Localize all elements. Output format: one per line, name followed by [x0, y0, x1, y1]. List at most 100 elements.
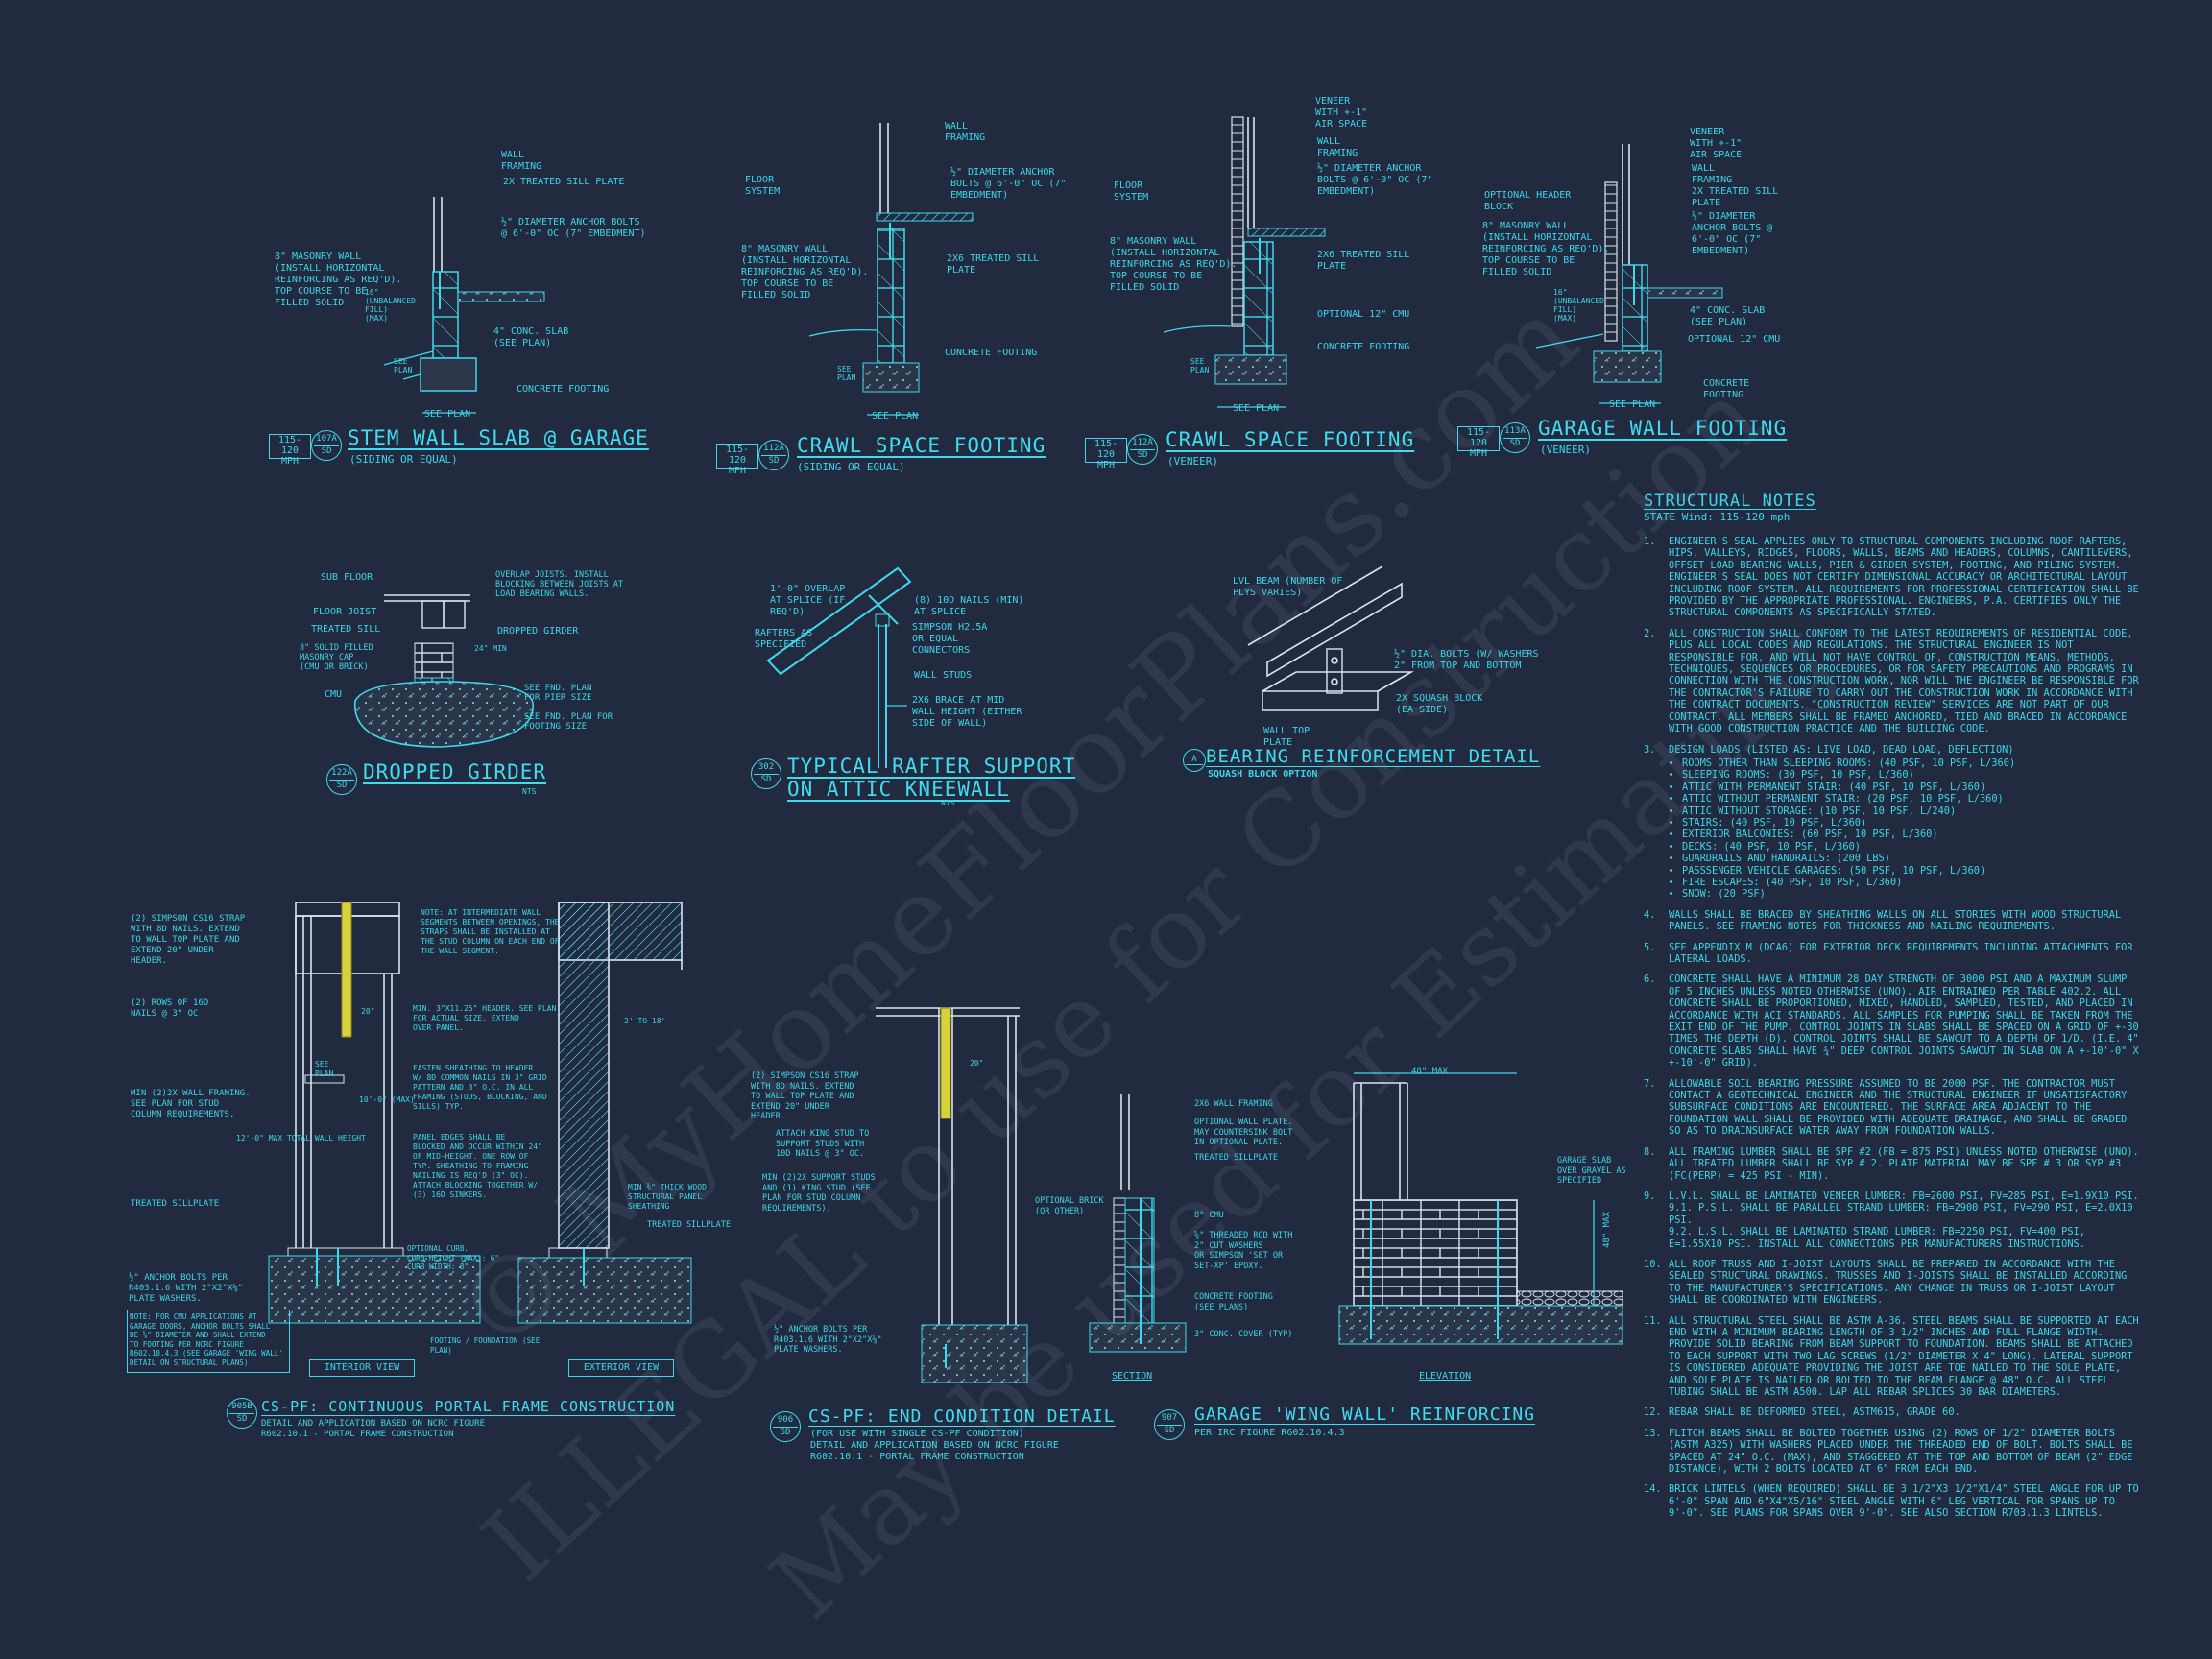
d8-label-18: 2' TO 18': [624, 1017, 666, 1025]
structural-note-text: FLITCH BEAMS SHALL BE BOLTED TOGETHER US…: [1669, 1427, 2133, 1476]
d2-label-4: 2x6 TREATED SILL PLATE: [947, 253, 1040, 276]
structural-note: 3.DESIGN LOADS (LISTED AS: LIVE LOAD, DE…: [1644, 744, 2143, 901]
d7-label-2: 2x SQUASH BLOCK (EA SIDE): [1396, 693, 1483, 715]
d8-label-2: MIN (2)2X WALL FRAMING. SEE PLAN FOR STU…: [131, 1089, 251, 1119]
d5-label-5: 8" SOLID FILLED MASONRY CAP (CMU OR BRIC…: [300, 643, 373, 672]
d10-subtitle: PER IRC FIGURE R602.10.4.3: [1194, 1428, 1345, 1438]
d1-label-5: CONCRETE FOOTING: [517, 384, 610, 395]
d2-label-0: WALL FRAMING: [945, 121, 986, 143]
d6-label-0: 1'-0" OVERLAP AT SPLICE (IF REQ'D): [770, 584, 846, 617]
structural-notes-title: STRUCTURAL NOTES: [1644, 492, 1816, 511]
d2-subtitle: (SIDING OR EQUAL): [797, 461, 905, 473]
d8-label-9: PANEL EDGES SHALL BE BLOCKED AND OCCUR W…: [413, 1133, 542, 1199]
d5-linework: [354, 594, 534, 748]
structural-note-number: 10.: [1644, 1258, 1662, 1270]
structural-note-text: ENGINEER'S SEAL APPLIES ONLY TO STRUCTUR…: [1669, 536, 2139, 619]
d6-label-1: (8) 10d NAILS (MIN) AT SPLICE: [914, 595, 1024, 617]
d2-label-3: 8" MASONRY WALL (INSTALL HORIZONTAL REIN…: [741, 244, 869, 301]
d5-label-7: CMU: [325, 689, 343, 700]
d4-label-1: WALL FRAMING: [1692, 163, 1733, 185]
structural-note-text: SEE APPENDIX M (DCA6) FOR EXTERIOR DECK …: [1669, 941, 2133, 965]
d4-label-10: 16" (UNBALANCED FILL) (MAX): [1553, 288, 1604, 323]
structural-note-number: 13.: [1644, 1427, 1662, 1439]
d5-label-3: TREATED SILL: [311, 624, 381, 635]
structural-note-text: ALL STRUCTURAL STEEL SHALL BE ASTM A-36.…: [1669, 1314, 2139, 1398]
d10-label-3: OPTIONAL BRICK (OR OTHER): [1035, 1196, 1104, 1216]
d2-linework: [808, 123, 974, 416]
d8-label-16: 10'-0" (MAX): [359, 1095, 415, 1104]
d3-label-9: SEE PLAN: [1190, 357, 1210, 374]
d5-label-6: 24" MIN: [474, 644, 507, 653]
structural-note: 8.ALL FRAMING LUMBER SHALL BE SPF #2 (Fb…: [1644, 1146, 2143, 1182]
d1-label-0: WALL FRAMING: [501, 150, 542, 172]
d3-label-3: FLOOR SYSTEM: [1114, 180, 1149, 203]
structural-note-text: CONCRETE SHALL HAVE A MINIMUM 28 DAY STR…: [1669, 974, 2139, 1070]
design-load-item: EXTERIOR BALCONIES: (60 PSF, 10 PSF, L/3…: [1682, 829, 2015, 840]
d8-label-11: FOOTING / FOUNDATION (SEE PLAN): [430, 1336, 541, 1355]
d4-label-6: 4" CONC. SLAB (SEE PLAN): [1690, 305, 1766, 327]
d1-label-4: 4" CONC. SLAB (SEE PLAN): [493, 326, 569, 349]
d8-label-14: 20": [361, 1007, 375, 1016]
d1-label-2: ½" DIAMETER ANCHOR BOLTS @ 6'-0" OC (7" …: [501, 217, 646, 239]
d3-label-1: WALL FRAMING: [1317, 136, 1358, 158]
structural-note: 2.ALL CONSTRUCTION SHALL CONFORM TO THE …: [1644, 628, 2143, 735]
structural-note: 9.L.V.L. SHALL BE LAMINATED VENEER LUMBE…: [1644, 1190, 2143, 1250]
d4-title: GARAGE WALL FOOTING: [1538, 417, 1788, 440]
structural-note-number: 4.: [1644, 908, 1656, 921]
d2-label-7: SEE PLAN: [837, 365, 856, 382]
d9-subtitle: (FOR USE WITH SINGLE CS-PF CONDITION) DE…: [810, 1429, 1059, 1462]
structural-note: 5. SEE APPENDIX M (DCA6) FOR EXTERIOR DEC…: [1644, 942, 2143, 966]
design-load-item: DECKS: (40 PSF, 10 PSF, L/360): [1682, 841, 2015, 853]
d9-linework: [876, 1007, 1028, 1383]
d8-label-13: TREATED SILLPLATE: [647, 1220, 731, 1230]
structural-note-number: 14.: [1644, 1483, 1662, 1496]
d8-label-1: (2) ROWS OF 16d NAILS @ 3" OC: [131, 998, 209, 1019]
structural-note: 11. ALL STRUCTURAL STEEL SHALL BE ASTM A-…: [1644, 1315, 2143, 1399]
structural-note: 12.REBAR SHALL BE DEFORMED STEEL, ASTM61…: [1644, 1407, 2143, 1418]
d3-label-4: 8" MASONRY WALL (INSTALL HORIZONTAL REIN…: [1110, 236, 1238, 293]
d7-label-1: ½" DIA. BOLTS (W/ WASHERS 2" FROM TOP AN…: [1394, 649, 1539, 671]
d8-label-4: ½" ANCHOR BOLTS PER R403.1.6 WITH 2"x2"x…: [129, 1273, 244, 1304]
d8-label-20: EXTERIOR VIEW: [568, 1359, 674, 1377]
structural-note-number: 11.: [1644, 1314, 1662, 1327]
d6-linework: [766, 566, 912, 768]
d6-subtitle: NTS: [941, 799, 955, 807]
d3-title: CRAWL SPACE FOOTING: [1166, 428, 1415, 451]
d1-linework: [383, 197, 545, 414]
d5-label-2: FLOOR JOIST: [313, 607, 377, 617]
d1-label-1: 2x TREATED SILL PLATE: [503, 177, 625, 187]
d2-label-1: FLOOR SYSTEM: [745, 175, 781, 197]
d8-label-7: MIN. 3"x11.25" HEADER. SEE PLAN FOR ACTU…: [413, 1004, 557, 1032]
structural-note-number: 3.: [1644, 743, 1656, 756]
structural-note-number: 2.: [1644, 627, 1656, 639]
structural-notes: STRUCTURAL NOTES STATE Wind: 115-120 mph…: [1644, 492, 2143, 1528]
structural-note-text: REBAR SHALL BE DEFORMED STEEL, ASTM615, …: [1669, 1407, 1960, 1419]
d7-linework: [1247, 565, 1415, 711]
design-load-item: PASSSENGER VEHICLE GARAGES: (50 PSF, 10 …: [1682, 865, 2015, 877]
d6-label-2: RAFTERS AS SPECIFIED: [755, 628, 813, 650]
d10-label-6: CONCRETE FOOTING (SEE PLANS): [1194, 1292, 1273, 1312]
design-load-item: FIRE ESCAPES: (40 PSF, 10 PSF, L/360): [1682, 877, 2015, 888]
d7-label-0: LVL BEAM (NUMBER OF PLYS VARIES): [1233, 576, 1343, 598]
d8-label-3: TREATED SILLPLATE: [131, 1199, 220, 1209]
design-load-item: GUARDRAILS AND HANDRAILS: (200 LBS): [1682, 853, 2015, 864]
d6-title: TYPICAL RAFTER SUPPORT ON ATTIC KNEEWALL: [787, 755, 1076, 801]
structural-note-number: 5.: [1644, 941, 1656, 953]
structural-note: 14.BRICK LINTELS (WHEN REQUIRED) SHALL B…: [1644, 1483, 2143, 1519]
design-load-item: SNOW: (20 PSF): [1682, 888, 2015, 900]
d10-label-2: TREATED SILLPLATE: [1194, 1153, 1278, 1163]
d4-label-8: CONCRETE FOOTING: [1703, 378, 1750, 400]
d8-label-8: FASTEN SHEATHING TO HEADER W/ 8d COMMON …: [413, 1064, 547, 1111]
d4-label-0: VENEER WITH +-1" AIR SPACE: [1690, 127, 1743, 160]
d3-label-0: VENEER WITH +-1" AIR SPACE: [1315, 96, 1368, 130]
d1-title: STEM WALL SLAB @ GARAGE: [348, 426, 649, 449]
